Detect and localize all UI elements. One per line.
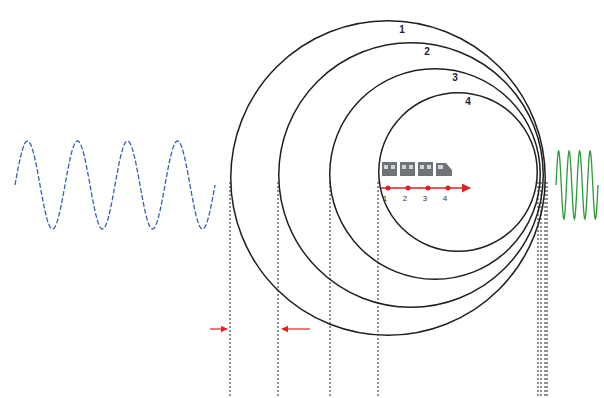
wave-line [15,141,215,229]
spacing-arrows [210,328,310,329]
wavefront-number: 2 [423,46,431,57]
wavefront-line [279,43,544,308]
wavefront-number: 3 [451,72,459,83]
circle-outline [230,20,546,336]
high-frequency-wave [556,151,598,219]
low-frequency-wave [15,141,215,229]
position-number: 4 [443,194,447,203]
wavefront-number: 1 [398,24,406,35]
circle-outline [378,92,538,252]
wavefront-circle: 4 [378,92,538,252]
position-number: 3 [423,194,427,203]
wave-line [556,151,598,219]
train-source [380,162,470,191]
wavefront-circle: 1234 [230,20,546,336]
wavefront-line [379,93,538,252]
wavefront-line [231,21,546,336]
wavefront-circle: 34 [329,68,541,280]
position-number: 1 [383,194,387,203]
wavefront-circle: 234 [278,42,544,308]
circle-outline [278,42,544,308]
position-number: 2 [403,194,407,203]
wavefront-number: 4 [464,96,472,107]
wavefront-line [330,69,541,280]
